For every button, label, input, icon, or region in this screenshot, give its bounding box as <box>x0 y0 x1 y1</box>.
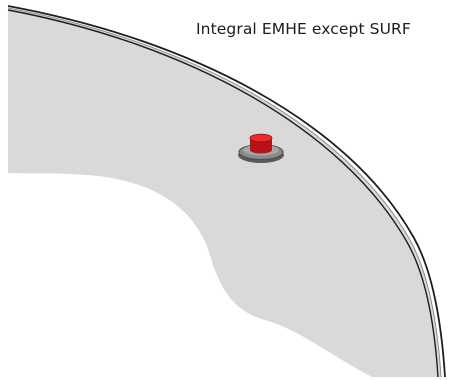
surface-edge-outer <box>7 5 446 378</box>
button-cap-top <box>249 133 273 143</box>
surface-edge-inner <box>7 9 439 378</box>
red-button-icon <box>238 133 284 163</box>
curved-surface <box>8 8 441 377</box>
surface-edge-highlight <box>7 7 442 378</box>
button-cap-bottom <box>250 146 272 154</box>
figure-title: Integral EMHE except SURF <box>196 20 411 38</box>
